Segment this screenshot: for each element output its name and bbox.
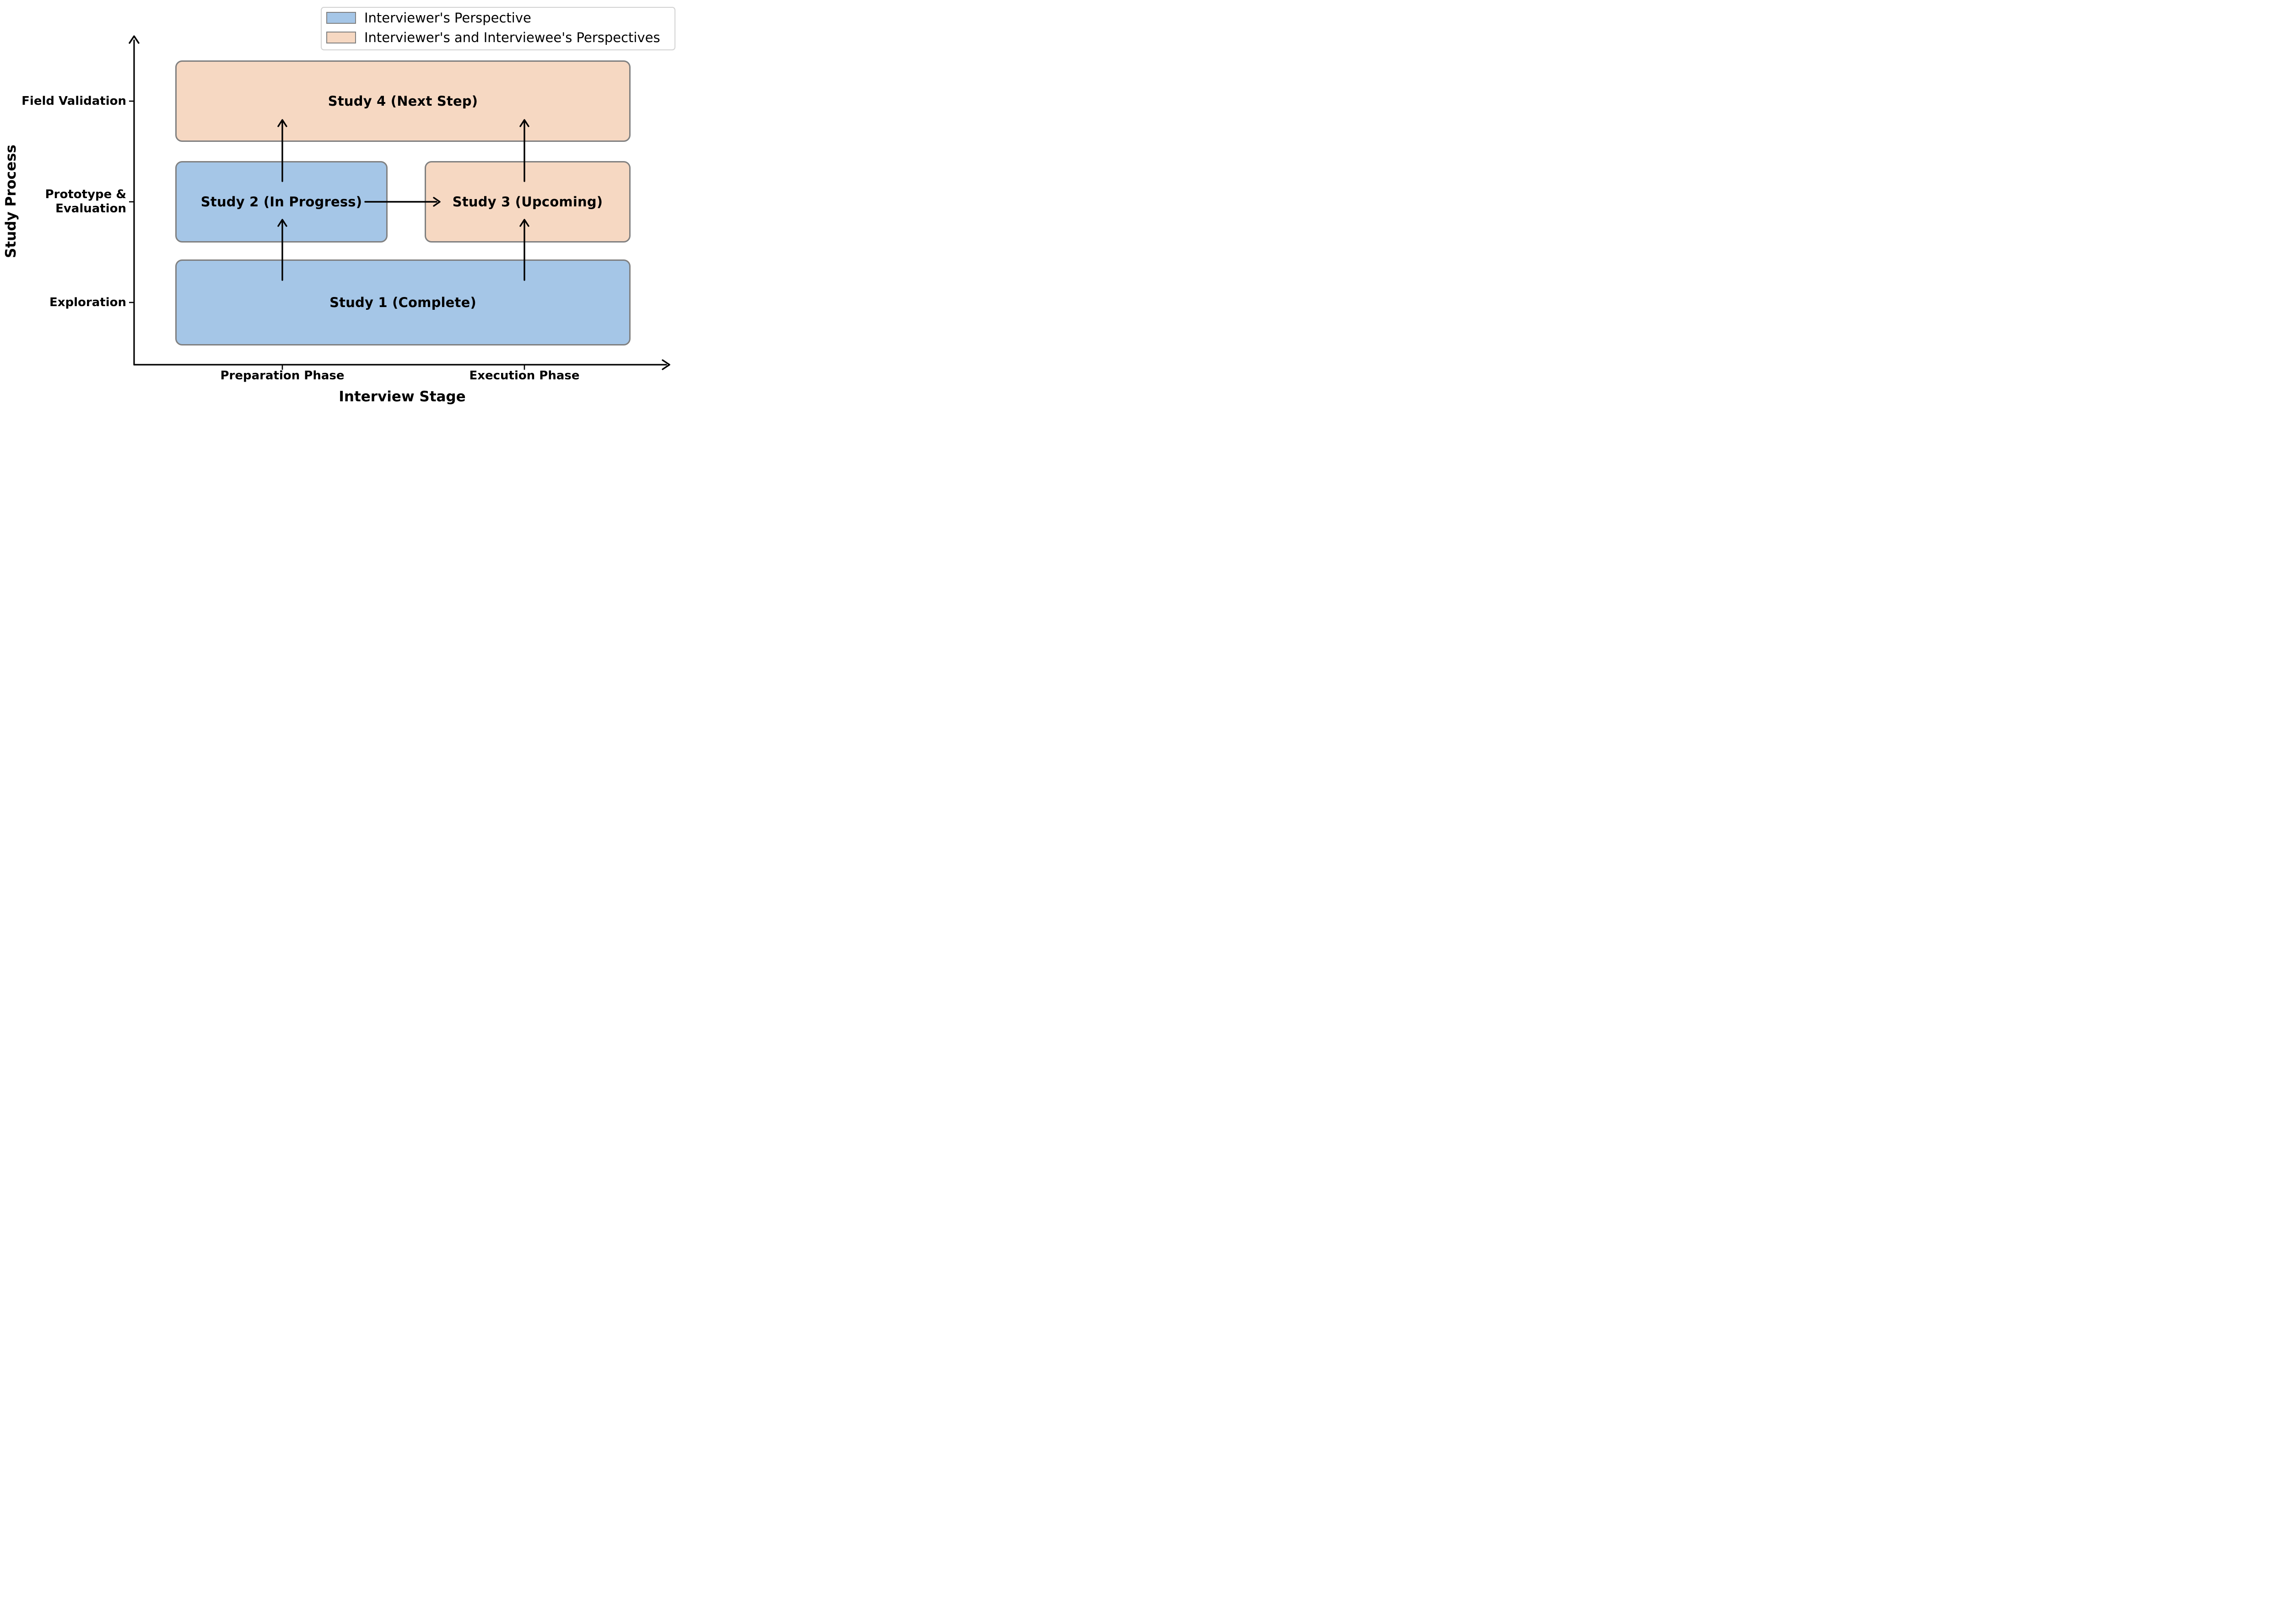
node-study4: Study 4 (Next Step) [175, 60, 631, 142]
node-study1: Study 1 (Complete) [175, 259, 631, 345]
study-process-diagram: Study 4 (Next Step) Study 2 (In Progress… [0, 0, 680, 406]
legend-label-interviewer: Interviewer's Perspective [364, 10, 531, 26]
node-study3: Study 3 (Upcoming) [425, 161, 631, 243]
y-tick-label-prototype-evaluation: Prototype & Evaluation [45, 188, 126, 216]
y-tick-label-exploration: Exploration [49, 296, 126, 309]
x-axis [133, 359, 670, 370]
node-study2-label: Study 2 (In Progress) [200, 194, 362, 210]
node-study2: Study 2 (In Progress) [175, 161, 388, 243]
node-study4-label: Study 4 (Next Step) [328, 93, 478, 109]
legend: Interviewer's Perspective Interviewer's … [321, 7, 675, 50]
x-tick-label-execution-phase: Execution Phase [469, 369, 580, 383]
node-study1-label: Study 1 (Complete) [329, 295, 476, 310]
node-study3-label: Study 3 (Upcoming) [452, 194, 603, 210]
y-tick-label-field-validation: Field Validation [22, 94, 126, 108]
x-tick-label-preparation-phase: Preparation Phase [220, 369, 345, 383]
x-axis-title: Interview Stage [339, 388, 466, 405]
legend-swatch-interviewer-icon [326, 12, 356, 24]
y-axis-title: Study Process [3, 145, 19, 259]
y-axis [129, 35, 140, 366]
y-axis-arrowhead-icon [129, 35, 140, 44]
x-axis-arrowhead-icon [662, 359, 670, 370]
legend-swatch-both-perspectives-icon [326, 32, 356, 43]
legend-label-both-perspectives: Interviewer's and Interviewee's Perspect… [364, 30, 660, 45]
